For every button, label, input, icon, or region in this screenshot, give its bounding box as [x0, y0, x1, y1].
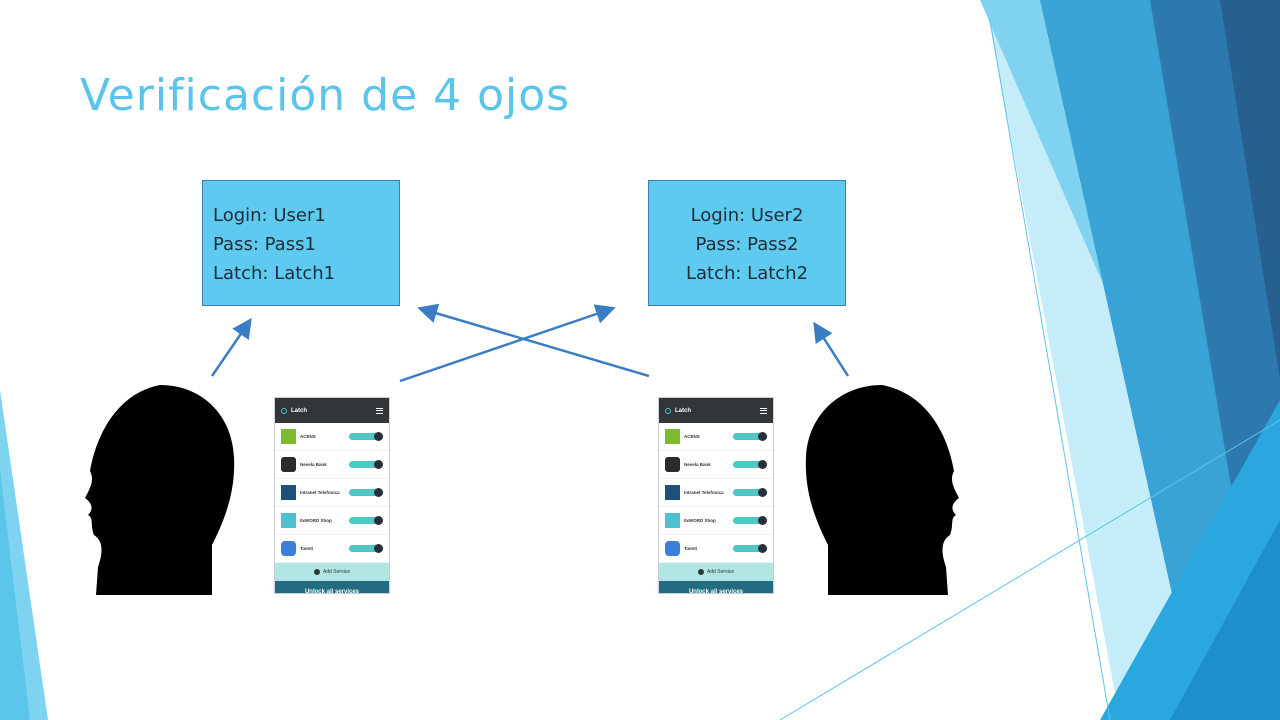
app-header: Latch — [275, 398, 389, 423]
nevela-logo-icon — [281, 457, 296, 472]
lock-toggle — [733, 460, 767, 469]
lock-toggle — [733, 488, 767, 497]
lock-toggle — [349, 432, 383, 441]
service-row: 0xWORD Shop — [275, 507, 389, 535]
slide-title: Verificación de 4 ojos — [80, 70, 571, 121]
tuenti-logo-icon — [665, 541, 680, 556]
telefonica-logo-icon — [665, 485, 680, 500]
latch-phone-screenshot: Latch ACENS Nevela Bank Intranet Telefon… — [274, 397, 390, 594]
cube-logo-icon — [281, 513, 296, 528]
add-service-label: Add Service — [707, 569, 734, 575]
service-row: Nevela Bank — [275, 451, 389, 479]
service-name: 0xWORD Shop — [300, 518, 332, 523]
arrow-icon — [813, 321, 850, 377]
add-service-bar: Add Service — [659, 563, 773, 581]
credentials-box-user2: Login: User2 Pass: Pass2 Latch: Latch2 — [648, 180, 846, 306]
unlock-all-bar: Unlock all services — [275, 581, 389, 593]
power-icon — [665, 407, 671, 414]
tuenti-logo-icon — [281, 541, 296, 556]
latch-phone-screenshot: Latch ACENS Nevela Bank Intranet Telefon… — [658, 397, 774, 594]
power-icon — [281, 407, 287, 414]
service-row: Intranet Telefonica — [659, 479, 773, 507]
service-name: ACENS — [684, 434, 700, 439]
service-row: ACENS — [275, 423, 389, 451]
pass-text: Pass: Pass2 — [695, 234, 799, 255]
plus-icon — [314, 569, 321, 575]
nevela-logo-icon — [665, 457, 680, 472]
service-name: ACENS — [300, 434, 316, 439]
lock-toggle — [733, 432, 767, 441]
lock-toggle — [349, 488, 383, 497]
lock-toggle — [349, 460, 383, 469]
add-service-label: Add Service — [323, 569, 350, 575]
service-name: Intranet Telefonica — [684, 490, 724, 495]
app-header: Latch — [659, 398, 773, 423]
arrow-icon — [399, 304, 616, 383]
arrow-icon — [417, 303, 650, 378]
latch-text: Latch: Latch2 — [685, 263, 809, 284]
menu-icon — [376, 407, 383, 414]
latch-text: Latch: Latch1 — [213, 263, 336, 284]
acens-logo-icon — [281, 429, 296, 444]
unlock-all-bar: Unlock all services — [659, 581, 773, 593]
service-name: 0xWORD Shop — [684, 518, 716, 523]
service-row: Tuenti — [659, 535, 773, 563]
app-title: Latch — [291, 407, 308, 414]
acens-logo-icon — [665, 429, 680, 444]
service-name: Intranet Telefonica — [300, 490, 340, 495]
service-name: Nevela Bank — [684, 462, 711, 467]
add-service-bar: Add Service — [275, 563, 389, 581]
plus-icon — [698, 569, 705, 575]
service-row: 0xWORD Shop — [659, 507, 773, 535]
person-head-silhouette-icon — [85, 385, 235, 595]
app-title: Latch — [675, 407, 692, 414]
credentials-box-user1: Login: User1 Pass: Pass1 Latch: Latch1 — [202, 180, 400, 306]
login-text: Login: User2 — [690, 205, 804, 226]
person-head-silhouette-icon — [805, 385, 959, 595]
lock-toggle — [349, 516, 383, 525]
login-text: Login: User1 — [213, 205, 326, 226]
cube-logo-icon — [665, 513, 680, 528]
service-row: Tuenti — [275, 535, 389, 563]
telefonica-logo-icon — [281, 485, 296, 500]
lock-toggle — [349, 544, 383, 553]
lock-toggle — [733, 516, 767, 525]
menu-icon — [760, 407, 767, 414]
service-name: Tuenti — [684, 546, 698, 551]
arrow-icon — [210, 317, 252, 377]
service-name: Nevela Bank — [300, 462, 327, 467]
service-row: Nevela Bank — [659, 451, 773, 479]
service-row: ACENS — [659, 423, 773, 451]
service-row: Intranet Telefonica — [275, 479, 389, 507]
pass-text: Pass: Pass1 — [213, 234, 316, 255]
service-name: Tuenti — [300, 546, 314, 551]
lock-toggle — [733, 544, 767, 553]
